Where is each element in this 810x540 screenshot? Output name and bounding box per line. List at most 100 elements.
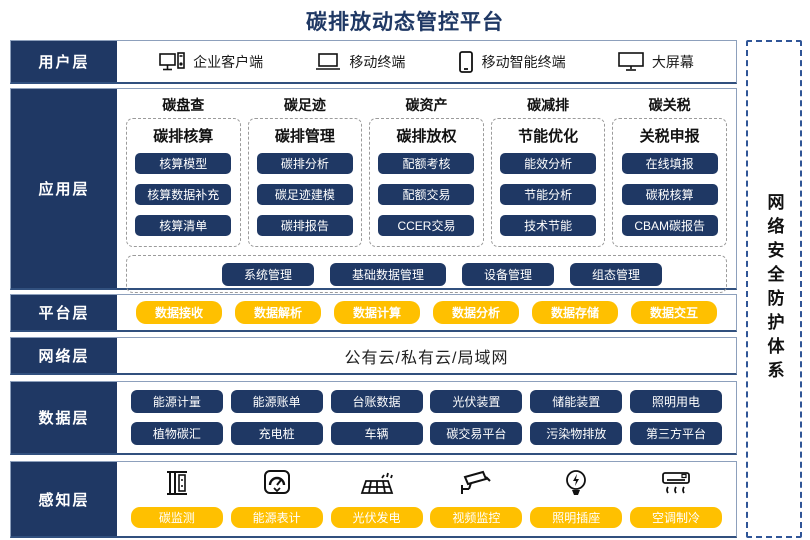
app-item: 碳税核算 [621,184,718,205]
user-item-big-screen: 大屏幕 [618,51,694,72]
perception-item-hvac: 空调制冷 [630,462,723,536]
app-item: 节能分析 [500,184,597,205]
perception-item-label: 能源表计 [230,507,323,528]
solar-panel-icon [360,469,394,497]
app-common-item: 组态管理 [570,262,663,286]
app-common-box: 系统管理 基础数据管理 设备管理 组态管理 [126,255,727,293]
layer-user-label: 用户层 [11,41,117,82]
layer-perception-label: 感知层 [11,462,117,536]
app-column-header: 碳盘查 [162,97,205,113]
layer-network: 网络层 公有云/私有云/局域网 [10,337,737,375]
platform-item: 数据分析 [433,301,519,324]
app-column-carbon-footprint: 碳足迹 碳排管理 碳排分析 碳足迹建模 碳排报告 [247,94,363,247]
app-column-box: 碳排核算 核算模型 核算数据补充 核算清单 [126,118,241,247]
user-item-mobile-terminal: 移动终端 [315,52,405,72]
app-item: 配额考核 [378,153,475,174]
perception-item-solar: 光伏发电 [330,462,423,536]
platform-item: 数据交互 [631,301,717,324]
app-item: CBAM碳报告 [621,215,718,236]
user-item-label: 移动智能终端 [481,53,566,70]
platform-item: 数据存储 [532,301,618,324]
user-item-label: 企业客户端 [193,53,264,70]
app-common-items: 系统管理 基础数据管理 设备管理 组态管理 [222,262,663,286]
app-item: 技术节能 [500,215,597,236]
carbon-monitor-icon [161,469,193,497]
data-item: 光伏装置 [430,390,523,413]
app-common-item: 系统管理 [222,262,315,286]
layer-app-content: 碳盘查 碳排核算 核算模型 核算数据补充 核算清单 碳足迹 碳排管理 碳排分析 … [117,89,736,293]
platform-item: 数据计算 [334,301,420,324]
layer-perception: 感知层 碳监测 [10,461,737,538]
perception-item-label: 碳监测 [130,507,223,528]
app-column-carbon-reduction: 碳减排 节能优化 能效分析 节能分析 技术节能 [490,94,606,247]
app-box-title: 碳排放权 [396,128,457,145]
app-box-title: 关税申报 [639,128,700,145]
app-column-carbon-asset: 碳资产 碳排放权 配额考核 配额交易 CCER交易 [369,94,484,247]
perception-item-cctv: 视频监控 [430,462,523,536]
layer-network-content: 公有云/私有云/局域网 [344,349,509,367]
user-item-label: 移动终端 [349,53,406,70]
app-item: 核算数据补充 [135,184,232,205]
app-item: 核算模型 [135,153,232,174]
layer-data-label: 数据层 [11,382,117,453]
data-item: 污染物排放 [530,422,623,445]
data-item: 储能装置 [530,390,623,413]
app-common-item: 基础数据管理 [330,262,447,286]
layer-data-content: 能源计量 能源账单 台账数据 光伏装置 储能装置 照明用电 植物碳汇 充电桩 车… [117,382,736,453]
app-column-box: 碳排管理 碳排分析 碳足迹建模 碳排报告 [247,118,363,247]
data-item: 照明用电 [630,390,723,413]
app-item: 在线填报 [621,153,718,174]
layer-app-label: 应用层 [11,89,117,288]
laptop-icon [315,52,341,72]
data-item: 车辆 [330,422,423,445]
desktop-client-icon [159,51,185,72]
app-item: CCER交易 [378,215,475,236]
data-item: 碳交易平台 [430,422,523,445]
layer-app: 应用层 碳盘查 碳排核算 核算模型 核算数据补充 核算清单 碳足迹 碳排管理 [10,88,737,293]
security-panel-label: 网络安全防护体系 [764,193,784,385]
app-item: 核算清单 [135,215,232,236]
perception-item-label: 空调制冷 [630,507,723,528]
perception-item-label: 视频监控 [430,507,523,528]
layer-user: 用户层 企业客户端 移动终端 [10,40,737,84]
perception-item-energy-meter: 能源表计 [230,462,323,536]
app-box-title: 节能优化 [518,128,579,145]
app-item: 碳足迹建模 [256,184,353,205]
app-item: 碳排报告 [256,215,353,236]
layer-data: 数据层 能源计量 能源账单 台账数据 光伏装置 储能装置 照明用电 植物碳汇 充… [10,381,737,455]
smartphone-icon [458,50,474,73]
app-column-header: 碳减排 [527,97,570,113]
light-socket-icon [564,469,588,497]
user-item-enterprise-client: 企业客户端 [159,51,264,72]
app-column-box: 关税申报 在线填报 碳税核算 CBAM碳报告 [612,118,727,247]
data-item: 台账数据 [330,390,423,413]
app-column-header: 碳足迹 [283,97,326,113]
app-column-carbon-tariff: 碳关税 关税申报 在线填报 碳税核算 CBAM碳报告 [612,94,727,247]
data-item: 能源计量 [130,390,223,413]
app-item: 能效分析 [500,153,597,174]
energy-meter-icon [262,469,292,497]
app-box-title: 碳排核算 [153,128,214,145]
app-column-header: 碳资产 [405,97,448,113]
platform-item: 数据解析 [235,301,321,324]
layer-perception-content: 碳监测 能源表计 [117,462,736,536]
data-item: 充电桩 [230,422,323,445]
perception-item-carbon-monitor: 碳监测 [130,462,223,536]
air-conditioner-icon [659,469,693,497]
big-screen-icon [618,51,644,72]
app-box-title: 碳排管理 [274,128,335,145]
user-item-smart-terminal: 移动智能终端 [458,50,566,73]
app-column-box: 节能优化 能效分析 节能分析 技术节能 [490,118,606,247]
layer-user-content: 企业客户端 移动终端 移动智能终端 [117,41,736,82]
data-row-2: 植物碳汇 充电桩 车辆 碳交易平台 污染物排放 第三方平台 [123,422,730,445]
perception-item-label: 照明插座 [530,507,623,528]
perception-item-lighting: 照明插座 [530,462,623,536]
app-column-box: 碳排放权 配额考核 配额交易 CCER交易 [369,118,484,247]
data-item: 植物碳汇 [130,422,223,445]
app-column-carbon-inventory: 碳盘查 碳排核算 核算模型 核算数据补充 核算清单 [126,94,241,247]
perception-item-label: 光伏发电 [330,507,423,528]
layer-platform-content: 数据接收 数据解析 数据计算 数据分析 数据存储 数据交互 [117,295,736,330]
data-item: 第三方平台 [630,422,723,445]
cctv-camera-icon [459,469,493,497]
